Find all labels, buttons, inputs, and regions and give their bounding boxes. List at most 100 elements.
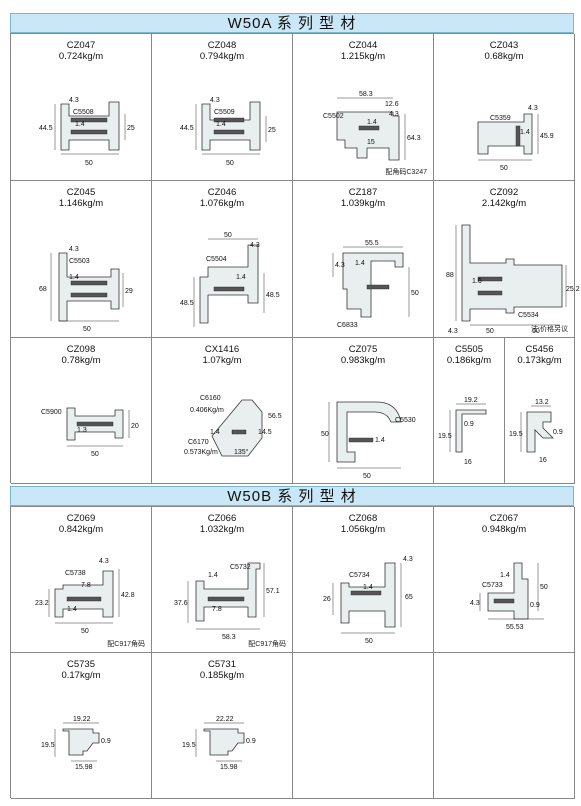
dim-label: 1.4 <box>236 274 246 281</box>
profile-grid-w50b: CZ069 0.842kg/m 4.3 C5738 7.8 23.2 1.4 4… <box>10 506 575 799</box>
profile-note: 注:价格另议 <box>531 326 568 333</box>
profile-weight: 0.68kg/m <box>484 51 524 62</box>
dim-label: 1.4 <box>500 572 510 579</box>
dim-label: 50 <box>365 638 373 645</box>
profile-weight: 1.039kg/m <box>340 198 386 209</box>
strip-code-label: C5508 <box>73 109 94 116</box>
weight-sub-label: 0.406Kg/m <box>190 407 224 414</box>
dim-label: 56.5 <box>268 413 282 420</box>
profile-weight: 0.794kg/m <box>199 51 245 62</box>
dim-label: 1.4 <box>375 437 385 444</box>
profile-cell: CZ075 0.983kg/m 50 C5530 1.4 50 <box>293 338 434 484</box>
empty-cell <box>293 653 434 799</box>
dim-label: 57.1 <box>266 588 280 595</box>
profile-code: CZ047 <box>66 40 96 51</box>
dim-label: 50 <box>224 232 232 239</box>
dim-label: 0.9 <box>553 429 563 436</box>
dim-label: 50 <box>486 328 494 335</box>
profile-weight: 1.146kg/m <box>58 198 104 209</box>
dim-label: 4.3 <box>470 600 480 607</box>
dim-label: 1.4 <box>75 121 85 128</box>
dim-label: 25 <box>268 127 276 134</box>
dim-label: 4.3 <box>528 105 538 112</box>
dim-label: 15 <box>367 139 375 146</box>
profile-cell: CZ092 2.142kg/m 88 1.6 25.2 C5534 4.3 50… <box>434 181 580 338</box>
dim-label: 4.3 <box>403 556 413 563</box>
profile-weight: 0.78kg/m <box>61 355 101 366</box>
profile-note: 配C917角码 <box>107 641 145 648</box>
profile-cell: CZ069 0.842kg/m 4.3 C5738 7.8 23.2 1.4 4… <box>11 507 152 653</box>
dim-label: 19.5 <box>509 431 523 438</box>
profile-cell: CZ098 0.78kg/m C5900 1.3 20 50 <box>11 338 152 484</box>
profile-cell: C5505 0.186kg/m 19.2 0.9 19.5 16 <box>434 338 505 484</box>
dim-label: 4.3 <box>250 242 260 249</box>
dim-label: 19.22 <box>73 716 91 723</box>
strip-code-label: C6833 <box>337 322 358 329</box>
dim-label: 19.5 <box>41 742 55 749</box>
dim-label: 1.4 <box>520 129 530 136</box>
dim-label: 4.3 <box>210 97 220 104</box>
profile-weight: 0.173kg/m <box>517 355 562 366</box>
profile-code: CZ066 <box>207 513 237 524</box>
profile-code: CZ043 <box>489 40 519 51</box>
dim-label: 58.3 <box>222 634 236 641</box>
dim-label: 0.9 <box>464 421 474 428</box>
strip-code-label: C5504 <box>206 256 227 263</box>
dim-label: 12.6 <box>385 101 399 108</box>
dim-label: 45.9 <box>540 133 554 140</box>
dim-label: 23.2 <box>35 600 49 607</box>
dim-label: 1.4 <box>67 606 77 613</box>
profile-weight: 0.842kg/m <box>58 524 104 535</box>
dim-label: 7.8 <box>81 582 91 589</box>
dim-label: 15.98 <box>220 764 238 771</box>
dim-label: 50 <box>321 431 329 438</box>
strip-code-label: C5359 <box>490 115 511 122</box>
profile-drawing: 19.22 19.5 0.9 15.98 <box>41 716 111 771</box>
dim-label: 50 <box>83 326 91 333</box>
strip-code-label: C5900 <box>41 409 62 416</box>
strip-code-label: C5530 <box>395 417 416 424</box>
profile-drawing: C5900 1.3 20 50 <box>41 407 139 458</box>
dim-label: 0.9 <box>246 738 256 745</box>
dim-label: 68 <box>39 286 47 293</box>
dim-label: 50 <box>411 290 419 297</box>
dim-label: 55.5 <box>365 240 379 247</box>
profile-cell: CZ043 0.68kg/m 4.3 C5359 1.4 45.9 50 <box>434 34 575 181</box>
dim-label: 14.5 <box>258 429 272 436</box>
strip-code-label: C5738 <box>65 570 86 577</box>
profile-drawing: 4.3 C5503 1.4 68 29 50 <box>39 246 133 333</box>
dim-label: 29 <box>125 288 133 295</box>
dim-label: 25 <box>127 125 135 132</box>
profile-code: CZ046 <box>207 187 237 198</box>
dim-label: 1.4 <box>355 260 365 267</box>
profile-drawing: 4.3 C5359 1.4 45.9 50 <box>477 105 554 172</box>
dim-label: 22.22 <box>216 716 234 723</box>
dim-label: 50 <box>532 328 540 335</box>
profile-cell: CZ045 1.146kg/m 4.3 C5503 1.4 68 29 50 <box>11 181 152 338</box>
profile-code: CZ069 <box>66 513 96 524</box>
dim-label: 13.2 <box>535 399 549 406</box>
dim-label: 50 <box>363 473 371 480</box>
profile-drawing: 19.2 0.9 19.5 16 <box>438 397 487 466</box>
profile-weight: 2.142kg/m <box>481 198 527 209</box>
dim-label: 44.5 <box>180 125 194 132</box>
dim-label: 64.3 <box>407 135 421 142</box>
dim-label: 19.5 <box>438 433 452 440</box>
profile-code: C5456 <box>525 344 554 355</box>
profile-cell: C5456 0.173kg/m 13.2 19.5 0.9 16 <box>505 338 575 484</box>
profile-drawing: 4.3 C5734 1.4 26 65 50 <box>323 556 413 645</box>
profile-drawing: 1.4 C5733 4.3 50 0.9 55.53 <box>470 562 548 631</box>
profile-cell: C5735 0.17kg/m 19.22 19.5 0.9 15.98 <box>11 653 152 799</box>
strip-code-label: C5502 <box>323 113 344 120</box>
dim-label: 50 <box>81 628 89 635</box>
profile-weight: 1.076kg/m <box>199 198 245 209</box>
profile-cell: CZ068 1.056kg/m 4.3 C5734 1.4 26 65 50 <box>293 507 434 653</box>
profile-weight: 0.185kg/m <box>199 670 245 681</box>
strip-code-label: C5734 <box>349 572 370 579</box>
profile-code: C5735 <box>67 659 95 670</box>
dim-label: 19.5 <box>182 742 196 749</box>
dim-label: 50 <box>91 451 99 458</box>
profile-cell: CX1416 1.07kg/m C6160 0.406Kg/m 56.5 14.… <box>152 338 293 484</box>
profile-code: CZ045 <box>66 187 96 198</box>
dim-label: 58.3 <box>359 91 373 98</box>
